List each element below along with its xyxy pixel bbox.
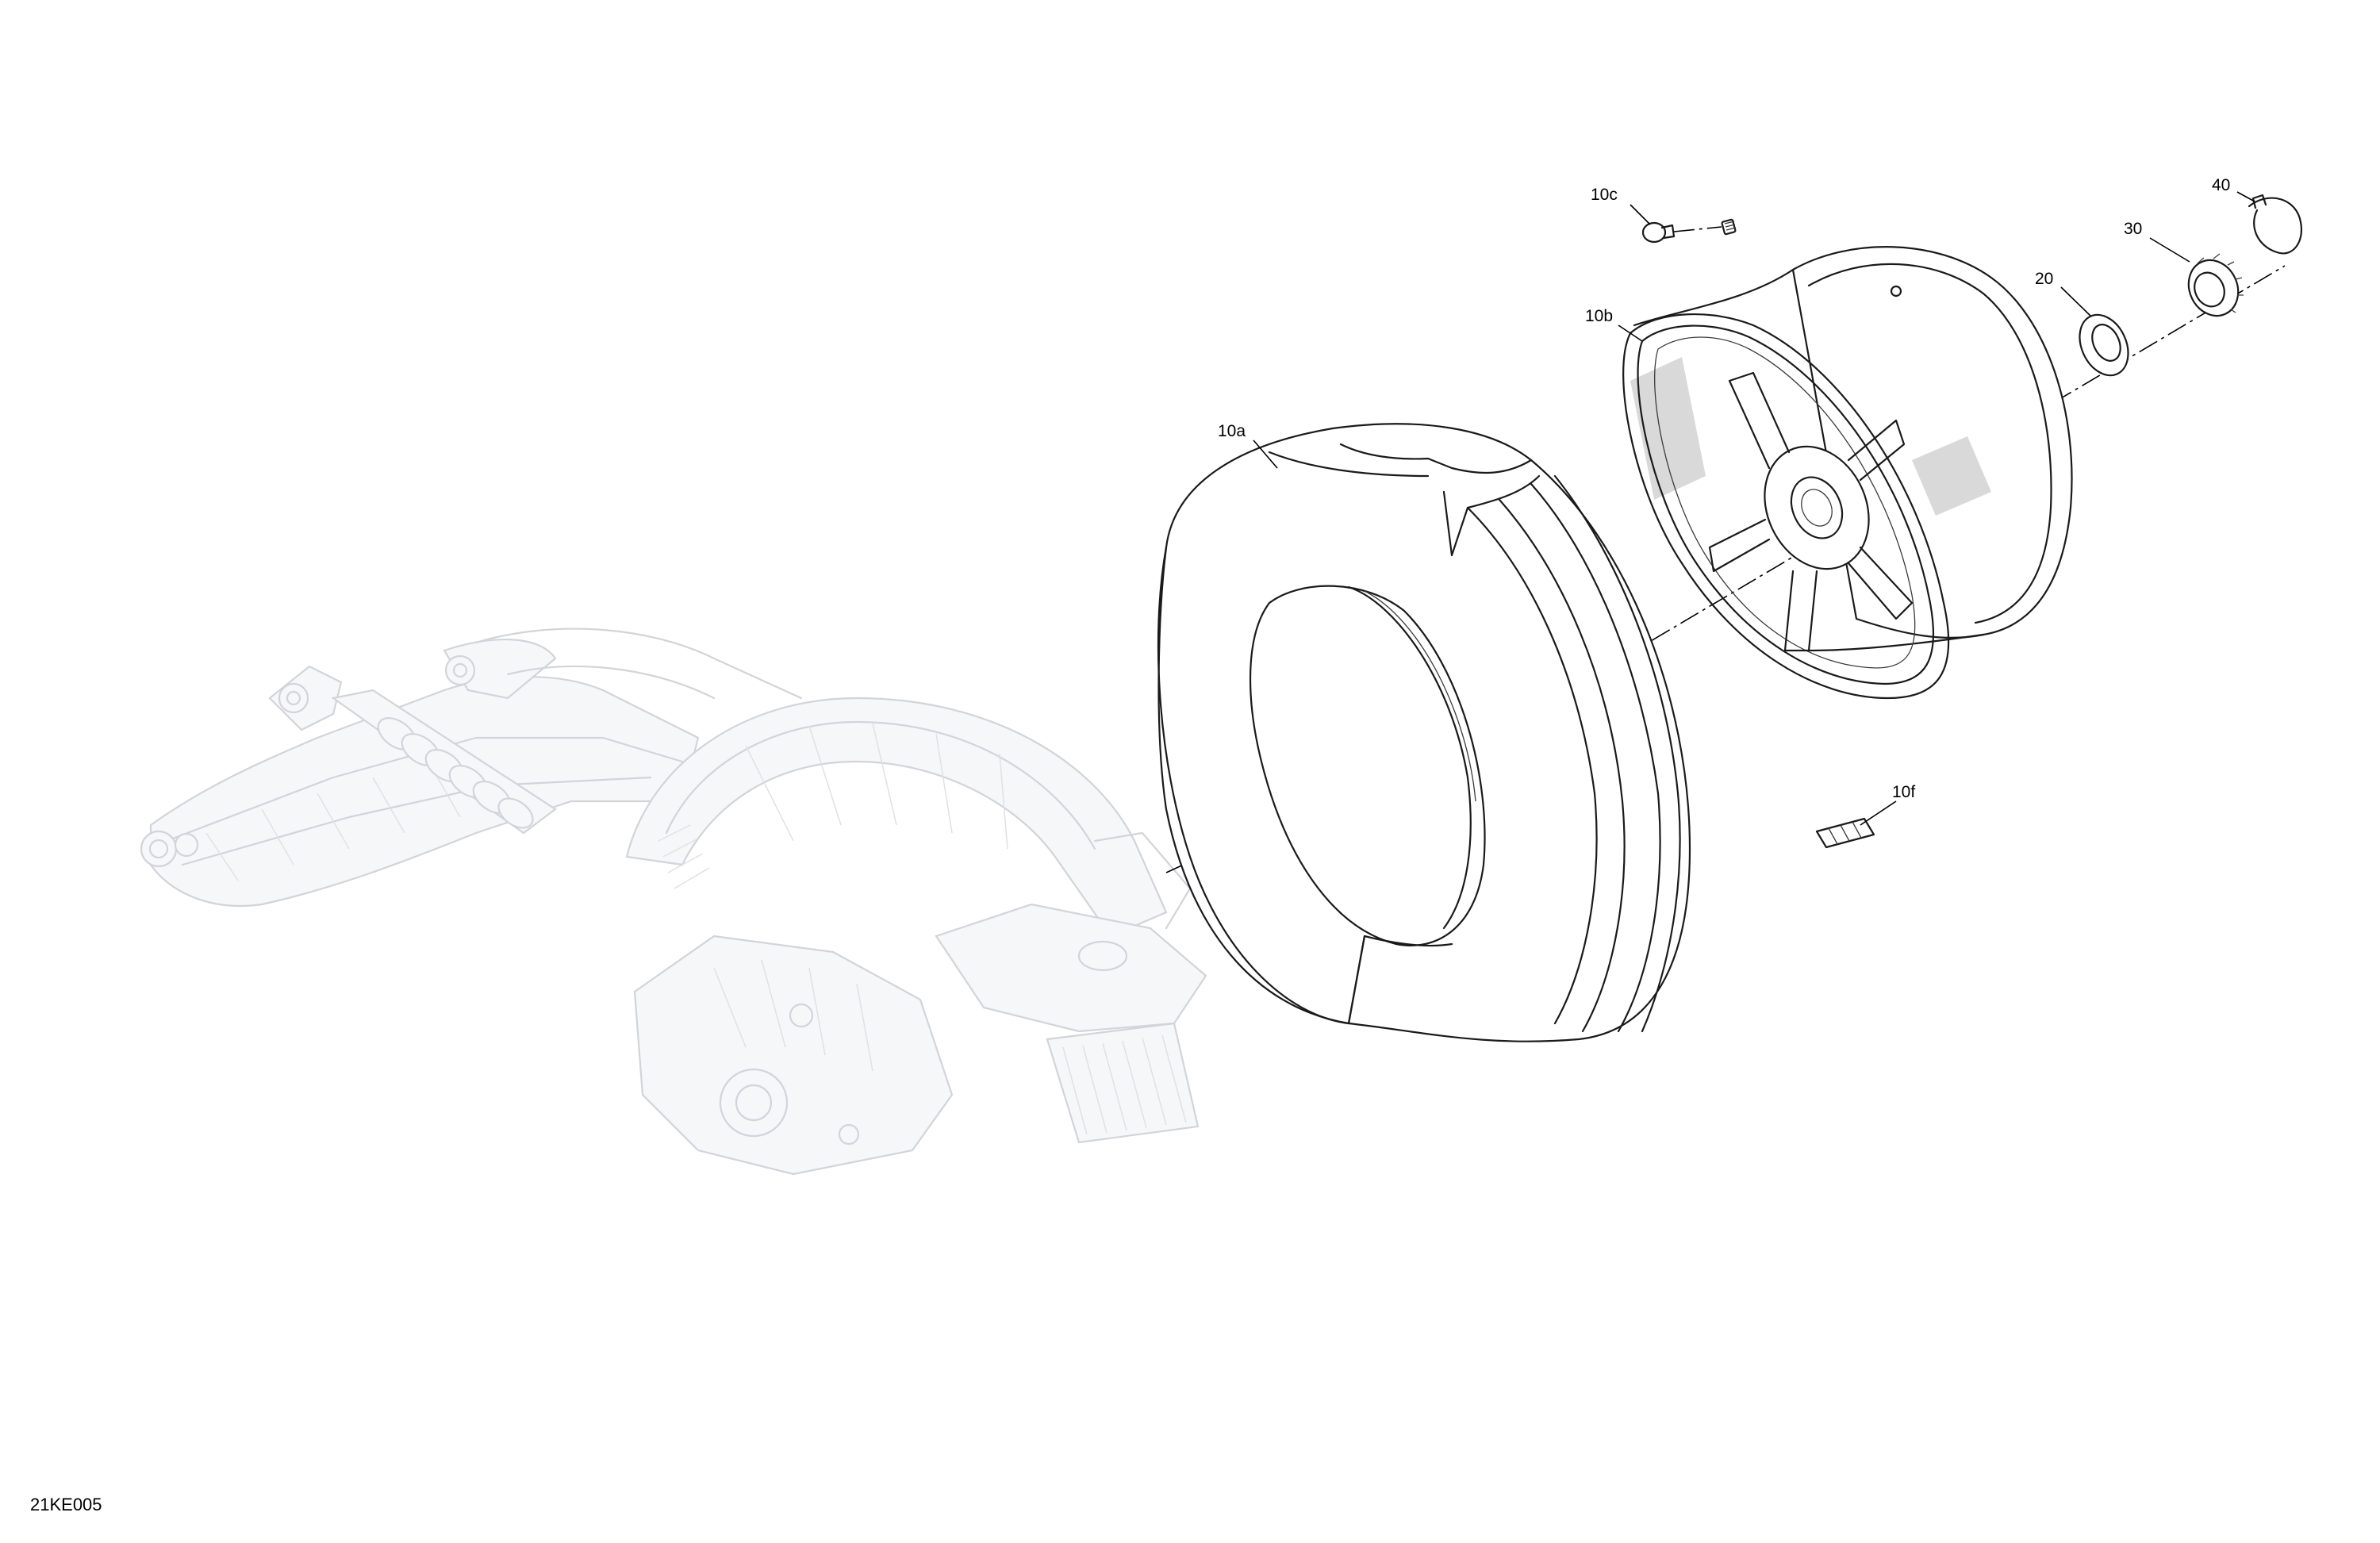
- tire: [1157, 423, 1691, 1042]
- callout-30: 30: [2124, 220, 2142, 238]
- swingarm-assembly-ghost: [140, 628, 1207, 1176]
- balance-weight: [1815, 817, 1875, 849]
- axle-nut: [2187, 253, 2244, 317]
- washer: [2079, 313, 2129, 377]
- leader-lines: [1253, 191, 2255, 826]
- valve-stem: [1641, 218, 1737, 244]
- fender-ghost: [625, 697, 1168, 938]
- shock-absorber-ghost: [331, 689, 557, 835]
- final-drive-ghost: [633, 935, 954, 1176]
- callout-10a: 10a: [1218, 422, 1246, 440]
- callout-40: 40: [2212, 176, 2230, 194]
- callout-20: 20: [2035, 270, 2053, 288]
- brake-caliper-ghost: [935, 831, 1207, 1144]
- figure-id: 21KE005: [30, 1495, 102, 1514]
- callout-10c: 10c: [1591, 186, 1618, 204]
- circlip: [2248, 194, 2303, 255]
- callout-10b: 10b: [1585, 307, 1613, 325]
- wheel-rim: [1622, 246, 2073, 700]
- callout-10f: 10f: [1892, 783, 1915, 801]
